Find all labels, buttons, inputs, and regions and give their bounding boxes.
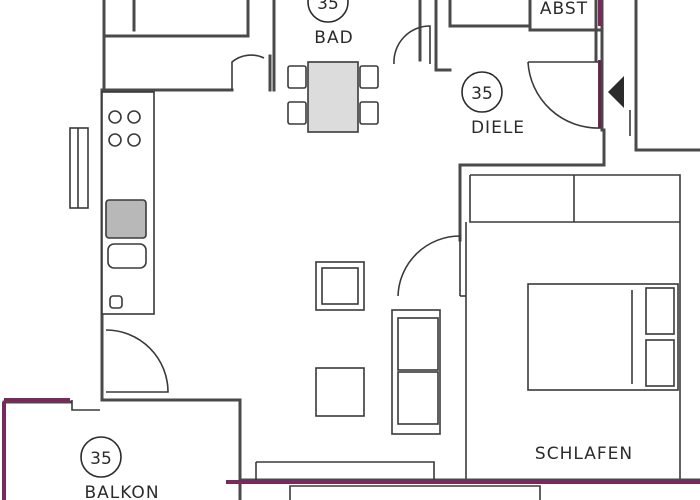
stove-icon [108,110,141,147]
door-swing-icon [231,54,265,90]
chair [359,101,379,125]
room-label-diele: DIELE [471,118,525,138]
side-table [315,367,365,417]
sofa-cushion [397,371,439,425]
window [69,127,89,209]
pillow [645,287,675,335]
dining-set [287,61,379,133]
room-label-bad: BAD [314,28,353,48]
dining-table [307,61,359,133]
entry-arrow-icon [608,76,624,108]
bedroom-furniture [527,283,679,391]
door-swing-icon [105,329,169,393]
door-swing-icon [397,235,461,297]
room-label-balkon: BALKON [84,483,159,500]
sink-icon [105,199,147,239]
armchair-seat [321,267,359,305]
room-number-badge [80,436,122,478]
room-label-abst: ABST [540,0,588,19]
chair [287,101,307,125]
room-number: 35 [90,449,112,469]
room-number-badge [307,0,349,23]
chair [287,65,307,89]
sink-drain [107,243,147,269]
room-number: 35 [471,84,493,104]
room-labels: 35 BAD ABST 35 DIELE SCHLAFEN 35 BALKON [80,0,633,500]
door-swing-icon [393,25,431,65]
room-label-schlafen: SCHLAFEN [535,444,633,464]
room-number: 35 [317,0,339,14]
door-swing-icon [527,61,601,129]
room-number-badge [461,71,503,113]
living-furniture [315,261,441,435]
dishwasher [109,295,123,309]
pillow [645,339,675,387]
sofa-cushion [397,317,439,371]
chair [359,65,379,89]
kitchen [69,91,155,315]
doors [105,25,631,393]
